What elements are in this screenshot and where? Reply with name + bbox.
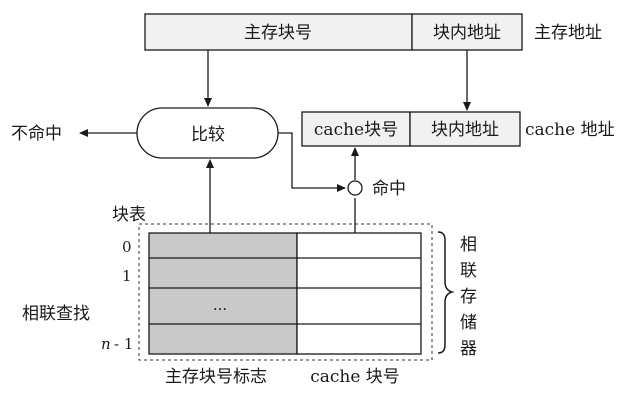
memory-label-char: 存: [460, 287, 477, 307]
memory-label-char: 器: [460, 339, 477, 359]
associative-memory-dashed-border: [138, 223, 433, 361]
cache-block-column: [296, 232, 422, 355]
miss-label: 不命中: [11, 124, 62, 144]
row-label-0: 0: [122, 238, 132, 256]
cache-block-number-text: cache块号: [314, 120, 398, 140]
cache-in-block-offset-text: 块内地址: [431, 120, 499, 140]
table-ellipsis: ···: [213, 300, 227, 318]
brace-icon: [437, 231, 455, 354]
memory-label-char: 相: [460, 235, 477, 255]
row-label-n: n: [101, 335, 111, 353]
block-table-title: 块表: [112, 205, 146, 225]
row-label-minus-1: - 1: [114, 335, 133, 353]
comparator-text: 比较: [191, 125, 225, 145]
comparator: 比较: [136, 107, 279, 159]
associative-lookup-label: 相联查找: [22, 304, 90, 324]
cache-address-label: cache 地址: [525, 120, 615, 140]
cache-column-label: cache 块号: [310, 367, 400, 387]
hit-label: 命中: [372, 179, 406, 199]
main-block-number-text: 主存块号: [244, 23, 312, 43]
cache-in-block-offset-field: [409, 111, 521, 147]
associative-memory-label: 相 联 存 储 器: [460, 235, 477, 359]
hit-gate-icon: [347, 180, 363, 196]
cache-block-number-field: [301, 111, 411, 147]
row-dividers: [149, 257, 421, 325]
memory-label-char: 储: [460, 313, 477, 333]
tag-column: [148, 232, 298, 355]
tag-column-label: 主存块号标志: [165, 367, 267, 387]
main-in-block-offset-field: [411, 13, 523, 51]
main-block-number-field: [144, 13, 413, 51]
row-label-1: 1: [122, 267, 132, 285]
block-table: ··· 0 1 n - 1 块表 相联查找 主存块号标志 cache 块号: [22, 205, 433, 387]
arrow-comparator-to-hit-gate: [278, 132, 346, 192]
main-in-block-offset-text: 块内地址: [433, 23, 501, 43]
main-memory-address-register: 主存块号 块内地址 主存地址: [144, 13, 602, 51]
memory-label-char: 联: [460, 261, 477, 281]
cache-address-register: cache块号 块内地址 cache 地址: [301, 111, 615, 147]
main-address-label: 主存地址: [534, 23, 602, 43]
